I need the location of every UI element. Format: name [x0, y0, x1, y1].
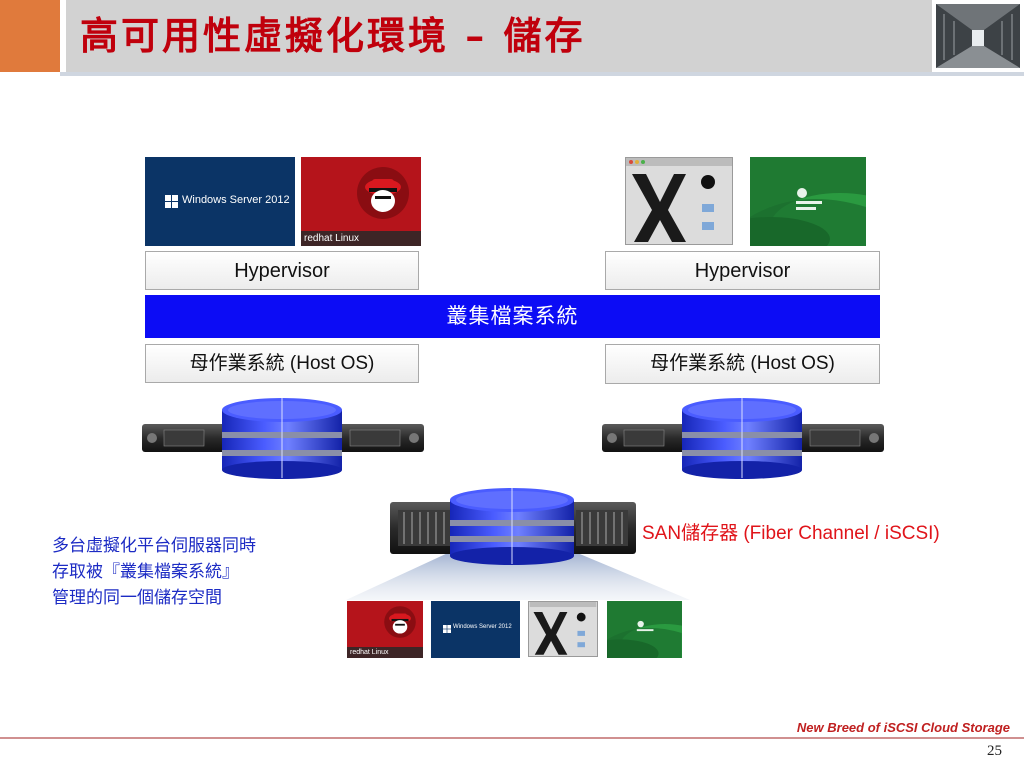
- slide-title: 高可用性虛擬化環境 – 儲存: [80, 13, 586, 58]
- bottom-windows-label: Windows Server 2012: [453, 624, 512, 630]
- footer-brand: New Breed of iSCSI Cloud Storage: [796, 720, 1010, 735]
- redhat-shadowman-icon: [357, 167, 409, 219]
- bottom-redhat-bar: redhat Linux: [347, 647, 423, 658]
- suse-chameleon-icon: [750, 188, 866, 246]
- note-line-3: 管理的同一個儲存空間: [52, 588, 222, 608]
- bottom-redhat-tile: redhat Linux: [347, 601, 423, 658]
- redhat-linux-tile: redhat Linux: [301, 157, 421, 246]
- note-line-1: 多台虛擬化平台伺服器同時: [52, 536, 256, 556]
- mac-os-x-icon: [529, 602, 597, 655]
- footer-rule: [0, 737, 1024, 739]
- windows-logo-icon: [443, 625, 451, 633]
- storage-cylinder-icon: [450, 488, 574, 565]
- san-storage-label: SAN儲存器 (Fiber Channel / iSCSI): [642, 523, 940, 544]
- bottom-windows-tile: Windows Server 2012: [431, 601, 520, 658]
- suse-linux-tile: [750, 157, 866, 246]
- suse-chameleon-icon: [607, 620, 682, 658]
- mac-os-x-tile: [625, 157, 733, 245]
- mac-os-x-icon: [626, 158, 732, 242]
- bottom-suse-tile: [607, 601, 682, 658]
- host-os-box-right: 母作業系統 (Host OS): [605, 344, 880, 384]
- windows-server-tile: Windows Server 2012: [145, 157, 295, 246]
- san-fan-shape: [346, 552, 690, 600]
- header-accent-block: [0, 0, 60, 72]
- redhat-linux-bar: redhat Linux: [301, 231, 421, 246]
- header-band: [60, 0, 932, 72]
- storage-cylinder-icon: [222, 398, 342, 479]
- redhat-shadowman-icon: [384, 606, 416, 638]
- host-os-box-left: 母作業系統 (Host OS): [145, 344, 419, 383]
- shared-storage-note: 多台虛擬化平台伺服器同時 存取被『叢集檔案系統』 管理的同一個儲存空間: [52, 533, 256, 611]
- bottom-mac-tile: [528, 601, 598, 657]
- storage-cylinder-icon: [682, 398, 802, 479]
- header-rule: [60, 72, 1024, 76]
- page-number: 25: [987, 743, 1002, 759]
- note-line-2: 存取被『叢集檔案系統』: [52, 562, 239, 582]
- hypervisor-box-left: Hypervisor: [145, 251, 419, 290]
- hypervisor-box-right: Hypervisor: [605, 251, 880, 290]
- windows-server-label: Windows Server 2012: [182, 194, 290, 206]
- windows-logo-icon: [165, 195, 178, 208]
- cluster-file-system-bar: 叢集檔案系統: [145, 295, 880, 338]
- datacenter-corridor-icon: [932, 0, 1024, 72]
